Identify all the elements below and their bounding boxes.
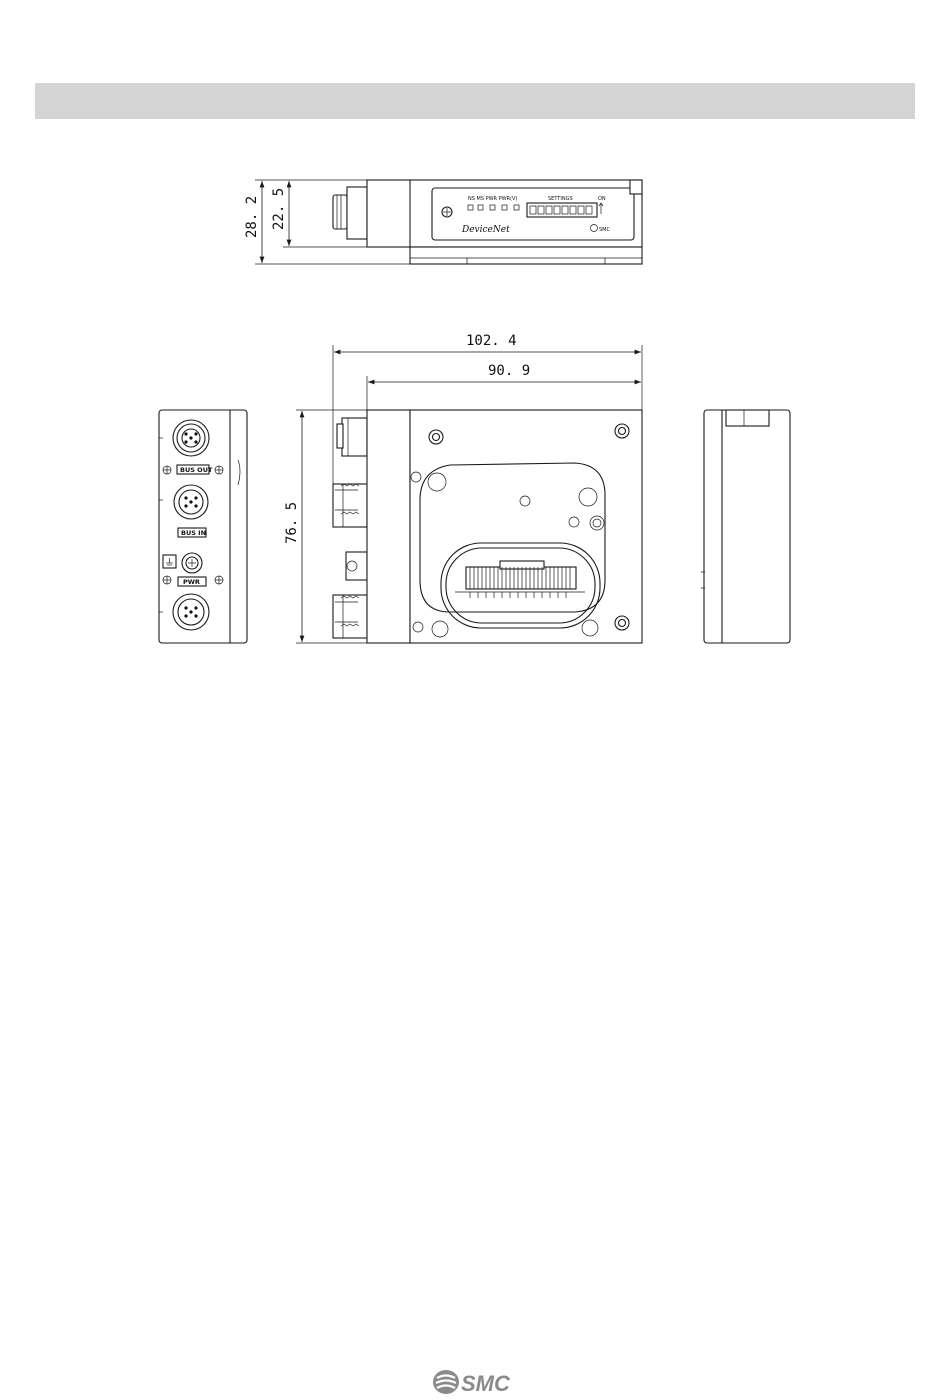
- devicenet-script: DeviceNet: [461, 225, 510, 235]
- dim-90-9: 90. 9: [488, 363, 530, 379]
- on-label: ON: [598, 196, 606, 202]
- pwr-label: PWR: [183, 578, 200, 586]
- bus-in-label: BUS IN: [181, 529, 206, 537]
- dim-76-5: 76. 5: [284, 502, 300, 544]
- dim-102-4: 102. 4: [466, 333, 517, 349]
- footer-logo-text: SMC: [461, 1371, 511, 1396]
- left-side-view: BUS OUT BUS IN PWR: [159, 410, 247, 643]
- bus-out-label: BUS OUT: [180, 466, 213, 474]
- dim-28-2: 28. 2: [244, 196, 260, 238]
- front-view: [333, 410, 642, 643]
- right-side-view: [701, 410, 790, 643]
- switch-label: SETTINGS: [548, 196, 573, 202]
- smc-mark-top: SMC: [599, 227, 610, 233]
- dim-22-5: 22. 5: [271, 188, 287, 230]
- top-view: NS MS PWR PWR(V) SETTINGS ON DeviceNet S…: [333, 180, 642, 264]
- smc-logo: SMC: [432, 1368, 522, 1396]
- led-labels: NS MS PWR PWR(V): [468, 196, 517, 202]
